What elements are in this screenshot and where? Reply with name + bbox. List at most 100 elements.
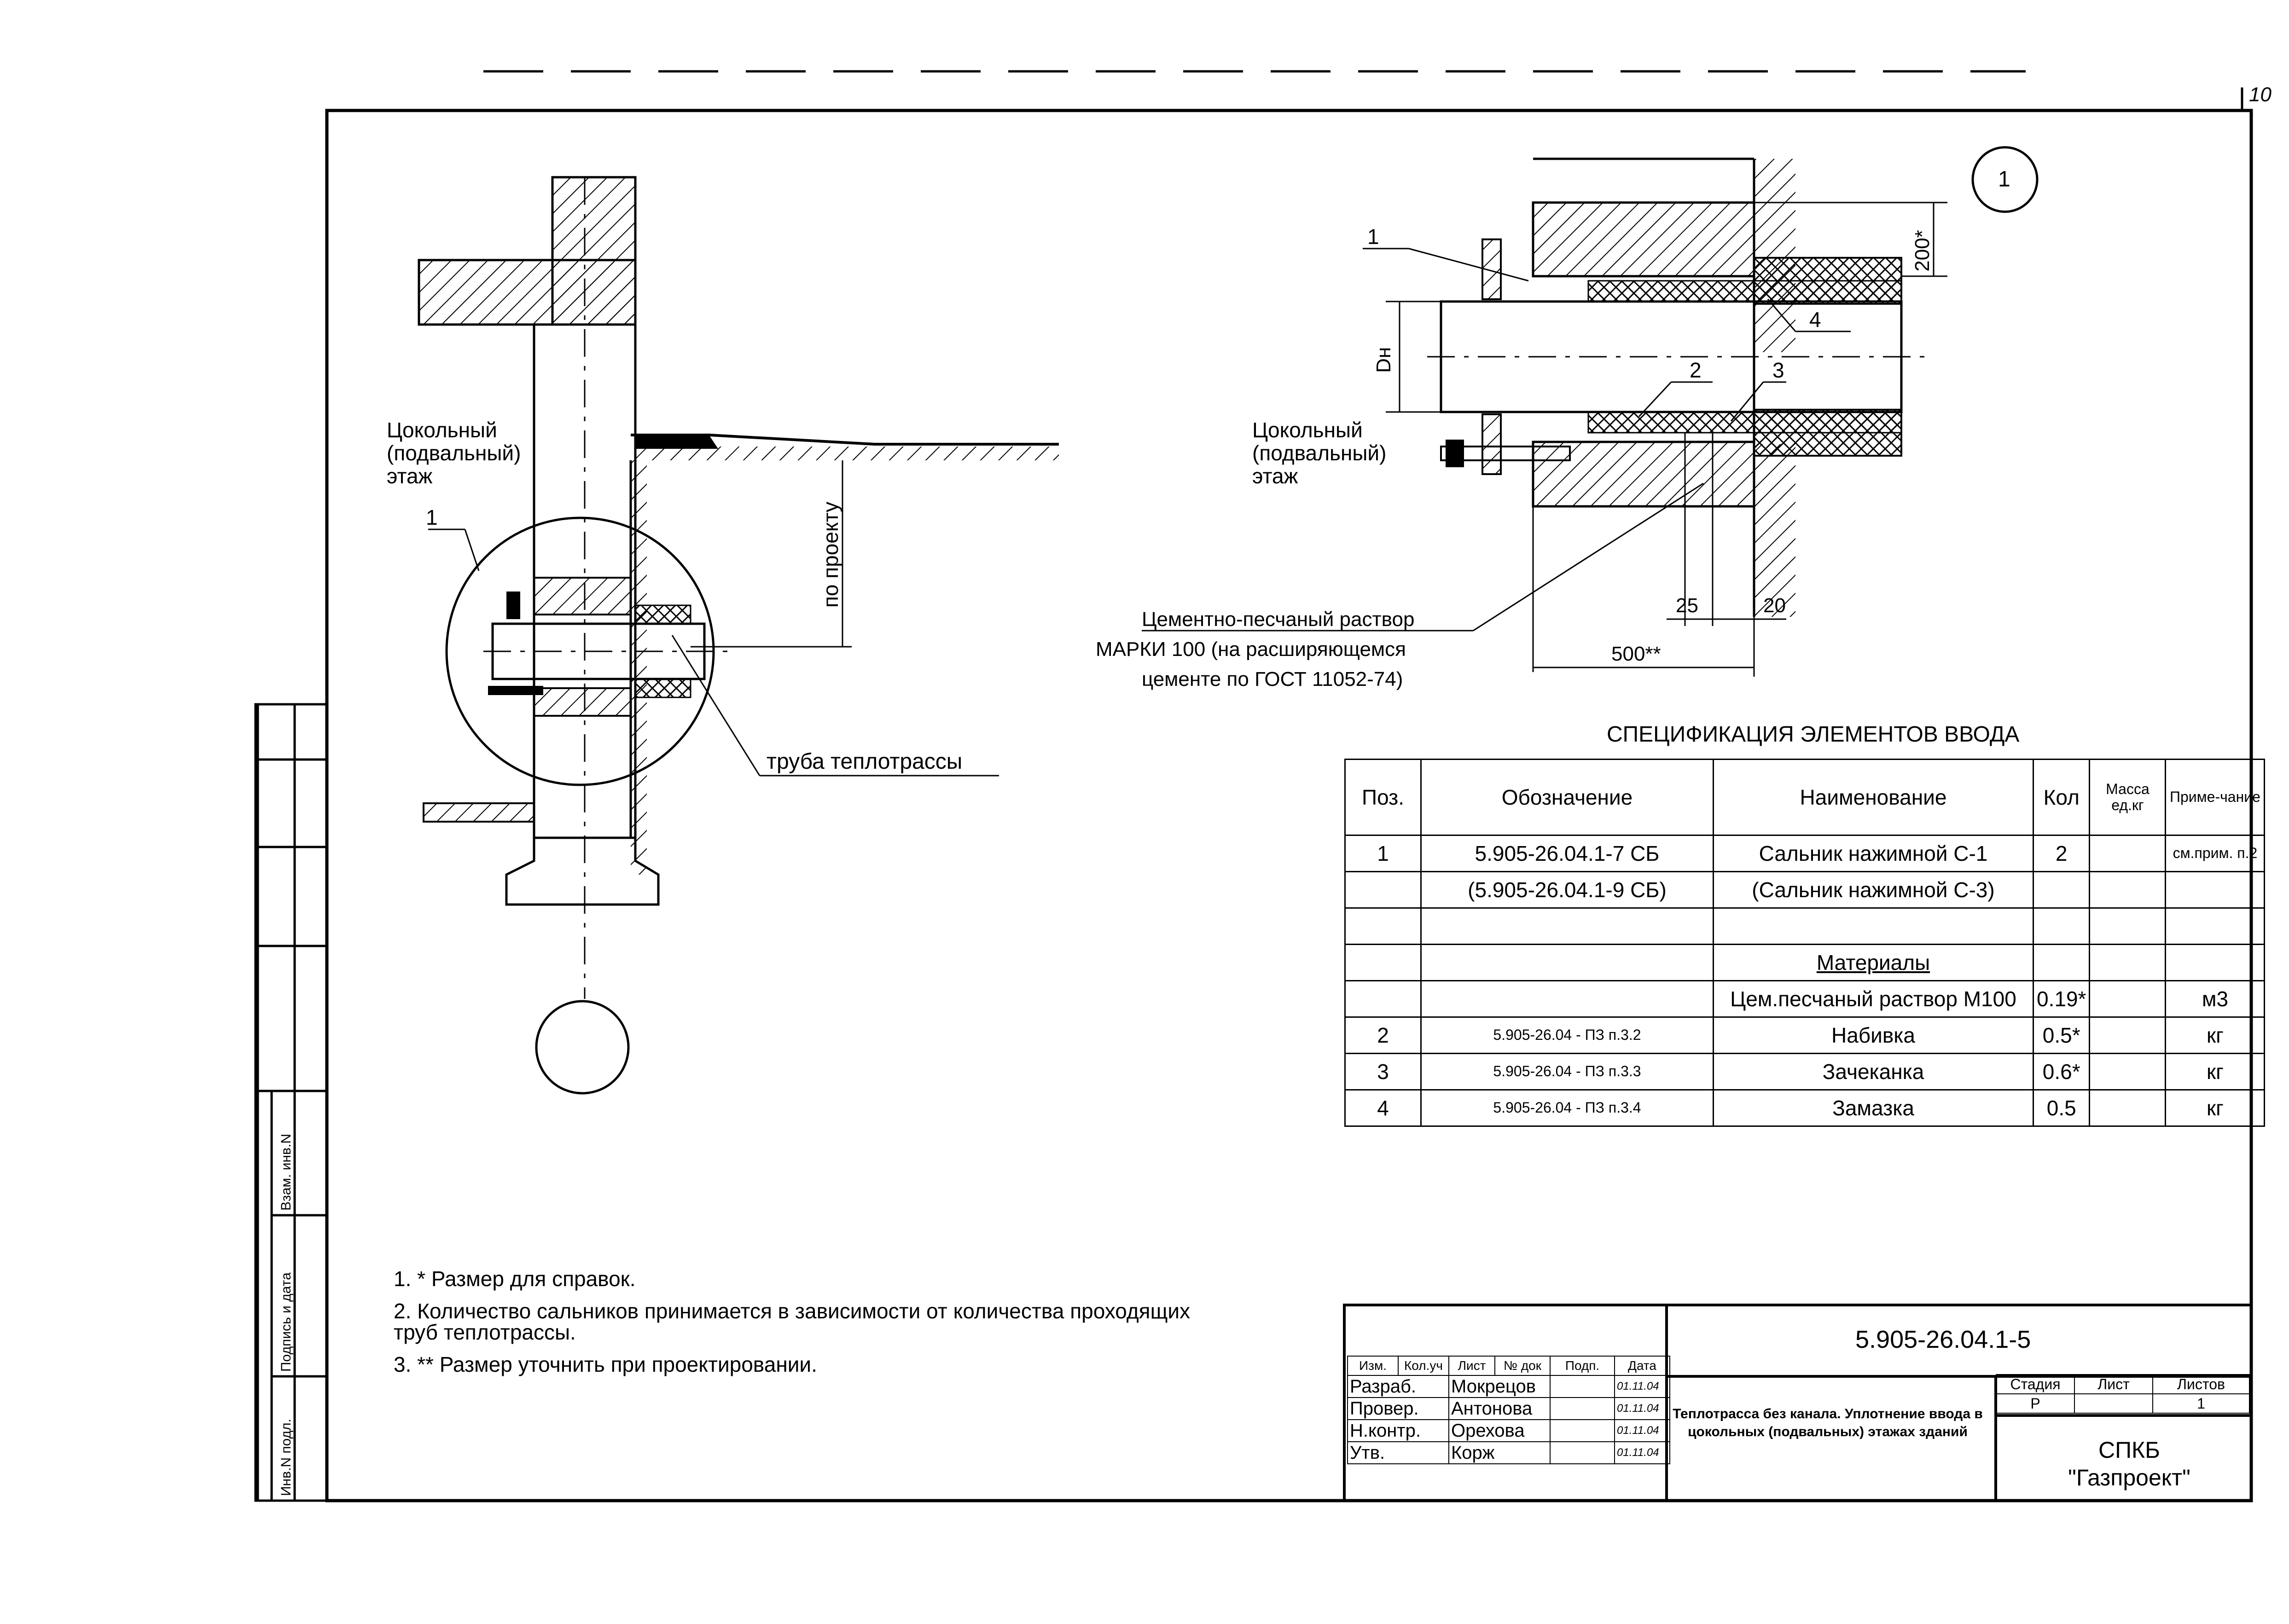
dimension-500: 500** [1611, 643, 1661, 665]
spec-cell: Зачеканка [1713, 1053, 2034, 1090]
sig-name: Мокрецов [1448, 1375, 1551, 1398]
note-3: 3. ** Размер уточнить при проектировании… [394, 1352, 817, 1376]
spec-header-designation: Обозначение [1420, 759, 1714, 836]
signature-row: Разраб. Мокрецов 01.11.04 [1347, 1375, 1670, 1398]
spec-cell: 0.6* [2032, 1053, 2091, 1090]
sig-header-cell: Дата [1614, 1356, 1670, 1376]
sig-signature [1550, 1397, 1615, 1420]
detail-marker: 1 [1998, 167, 2010, 191]
right-leader-2: 2 [1690, 358, 1702, 382]
side-stamp-inventory: Инв.N подл. [279, 1418, 294, 1496]
spec-cell [2032, 907, 2091, 945]
spec-row: (5.905-26.04.1-9 СБ) (Сальник нажимной С… [1344, 871, 2266, 909]
spec-cell: Сальник нажимной С-1 [1713, 835, 2034, 872]
spec-row: Цем.песчаный раствор М100 0.19* м3 [1344, 980, 2266, 1018]
side-stamp-replacement: Взам. инв.N [279, 1133, 294, 1211]
sig-role: Провер. [1347, 1397, 1449, 1420]
spec-cell [2089, 907, 2167, 945]
spec-row: Материалы [1344, 944, 2266, 981]
left-floor-label-line3: этаж [387, 464, 433, 488]
spec-cell: 0.5 [2032, 1089, 2091, 1127]
spec-cell [1344, 944, 1422, 981]
spec-cell [2032, 944, 2091, 981]
spec-title: СПЕЦИФИКАЦИЯ ЭЛЕМЕНТОВ ВВОДА [1607, 722, 2020, 747]
spec-cell: 1 [1344, 835, 1422, 872]
pipe-label: труба теплотрассы [767, 749, 962, 774]
stage-table: Стадия Лист Листов Р 1 [1996, 1374, 2250, 1414]
spec-header-row: Поз. Обозначение Наименование Кол Масса … [1344, 759, 2266, 836]
spec-cell: кг [2165, 1053, 2266, 1090]
spec-cell [1420, 980, 1714, 1018]
title-block-frame [1343, 1304, 2253, 1502]
spec-cell: см.прим. п.2 [2165, 835, 2266, 872]
spec-cell [1420, 944, 1714, 981]
spec-cell: Цем.песчаный раствор М100 [1713, 980, 2034, 1018]
org-line-1: СПКБ [2098, 1437, 2160, 1463]
sig-header-cell: Кол.уч [1398, 1356, 1449, 1376]
sig-header-cell: Лист [1448, 1356, 1495, 1376]
spec-cell-materials-heading: Материалы [1713, 944, 2034, 981]
signature-table: Изм. Кол.уч Лист № док Подп. Дата Разраб… [1347, 1356, 1670, 1464]
stage-value-cell [2074, 1393, 2153, 1414]
spec-row [1344, 907, 2266, 945]
dimension-dn: Dн [1372, 347, 1395, 373]
spec-cell: 0.5* [2032, 1016, 2091, 1054]
sig-name: Орехова [1448, 1419, 1551, 1442]
spec-cell: 0.19* [2032, 980, 2091, 1018]
org-line-2: "Газпроект" [2068, 1465, 2190, 1491]
sig-role: Н.контр. [1347, 1419, 1449, 1442]
sig-role: Разраб. [1347, 1375, 1449, 1398]
spec-row: 1 5.905-26.04.1-7 СБ Сальник нажимной С-… [1344, 835, 2266, 872]
stage-header-cell: Лист [2074, 1374, 2153, 1394]
organization-name: СПКБ "Газпроект" [2014, 1436, 2244, 1491]
spec-header-note: Приме-чание [2165, 759, 2266, 836]
sig-header-cell: Изм. [1347, 1356, 1399, 1376]
spec-cell: 5.905-26.04 - ПЗ п.3.3 [1420, 1053, 1714, 1090]
sheet-number: 10 [2249, 83, 2272, 106]
spec-table: Поз. Обозначение Наименование Кол Масса … [1344, 759, 2266, 1127]
spec-cell [1344, 871, 1422, 909]
spec-cell [1344, 980, 1422, 1018]
sig-header-cell: Подп. [1550, 1356, 1615, 1376]
signature-row: Утв. Корж 01.11.04 [1347, 1441, 1670, 1464]
left-floor-label-line2: (подвальный) [387, 441, 521, 465]
stage-header-cell: Листов [2152, 1374, 2250, 1394]
spec-cell [2165, 871, 2266, 909]
dimension-200: 200* [1911, 230, 1934, 272]
spec-cell: кг [2165, 1089, 2266, 1127]
general-notes: 1. * Размер для справок. 2. Количество с… [394, 1268, 1222, 1386]
note-1: 1. * Размер для справок. [394, 1267, 636, 1291]
dimension-po-proektu: по проекту [819, 502, 842, 608]
sig-header-cell: № док [1494, 1356, 1551, 1376]
sig-name: Антонова [1448, 1397, 1551, 1420]
signature-row: Провер. Антонова 01.11.04 [1347, 1397, 1670, 1420]
spec-cell [2165, 944, 2266, 981]
sig-signature [1550, 1419, 1615, 1442]
spec-header-qty: Кол [2032, 759, 2091, 836]
signature-header-row: Изм. Кол.уч Лист № док Подп. Дата [1347, 1356, 1670, 1376]
sig-date: 01.11.04 [1614, 1375, 1670, 1398]
sig-signature [1550, 1441, 1615, 1464]
mortar-note-line3: цементе по ГОСТ 11052-74) [1142, 668, 1403, 690]
stage-value-cell: 1 [2152, 1393, 2250, 1414]
spec-cell: 4 [1344, 1089, 1422, 1127]
right-floor-label-line2: (подвальный) [1252, 441, 1386, 465]
right-leader-3: 3 [1772, 358, 1784, 382]
signature-row: Н.контр. Орехова 01.11.04 [1347, 1419, 1670, 1442]
right-floor-label-line1: Цокольный [1252, 418, 1363, 442]
spec-cell [1344, 907, 1422, 945]
side-stamp-grid [254, 703, 328, 1502]
spec-cell: 5.905-26.04 - ПЗ п.3.2 [1420, 1016, 1714, 1054]
spec-cell [2089, 1016, 2167, 1054]
left-leader-1: 1 [426, 505, 438, 529]
sig-name: Корж [1448, 1441, 1551, 1464]
stage-header-cell: Стадия [1996, 1374, 2075, 1394]
spec-cell [2165, 907, 2266, 945]
spec-cell: м3 [2165, 980, 2266, 1018]
spec-cell: 5.905-26.04 - ПЗ п.3.4 [1420, 1089, 1714, 1127]
spec-cell: 5.905-26.04.1-7 СБ [1420, 835, 1714, 872]
spec-header-mass: Масса ед.кг [2089, 759, 2167, 836]
spec-cell: (Сальник нажимной С-3) [1713, 871, 2034, 909]
